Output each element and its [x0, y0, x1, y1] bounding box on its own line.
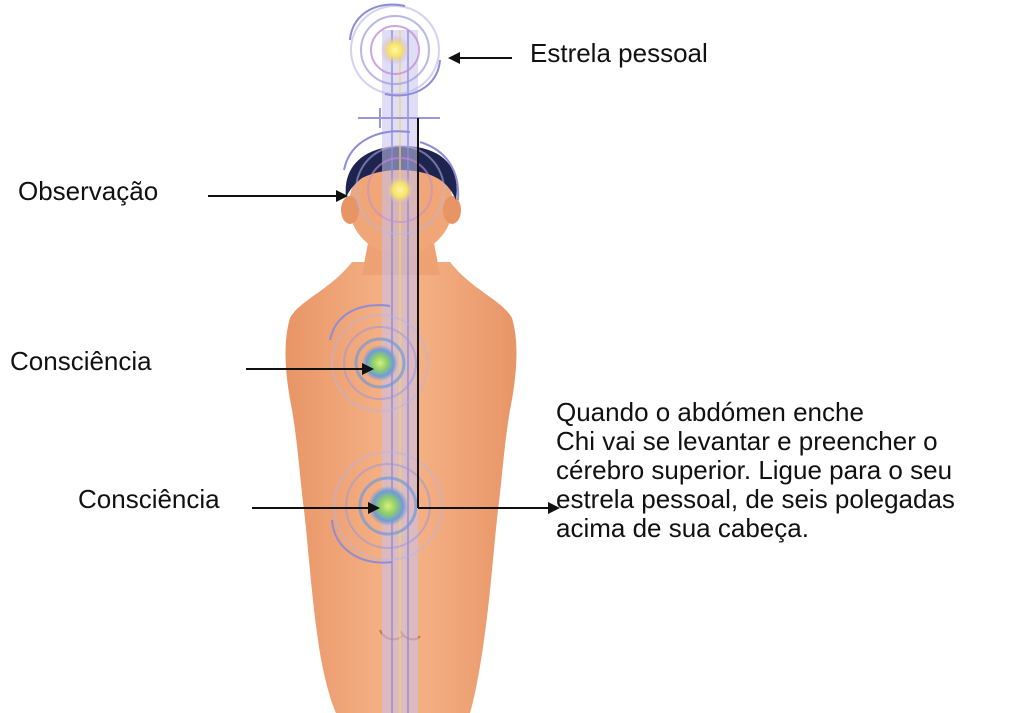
- description-text: Quando o abdómen enche Chi vai se levant…: [556, 398, 955, 543]
- label-personal-star: Estrela pessoal: [530, 38, 708, 68]
- description-line: cérebro superior. Ligue para o seu: [556, 456, 955, 485]
- description-line: acima de sua cabeça.: [556, 514, 955, 543]
- arrow-personal-star: [448, 52, 512, 64]
- description-line: estrela pessoal, de seis polegadas: [556, 485, 955, 514]
- arrow-observation: [208, 190, 348, 202]
- label-consciousness-heart: Consciência: [10, 346, 152, 376]
- label-observation: Observação: [18, 176, 158, 206]
- label-consciousness-navel: Consciência: [78, 484, 220, 514]
- description-line: Quando o abdómen enche: [556, 398, 955, 427]
- description-line: Chi vai se levantar e preencher o: [556, 427, 955, 456]
